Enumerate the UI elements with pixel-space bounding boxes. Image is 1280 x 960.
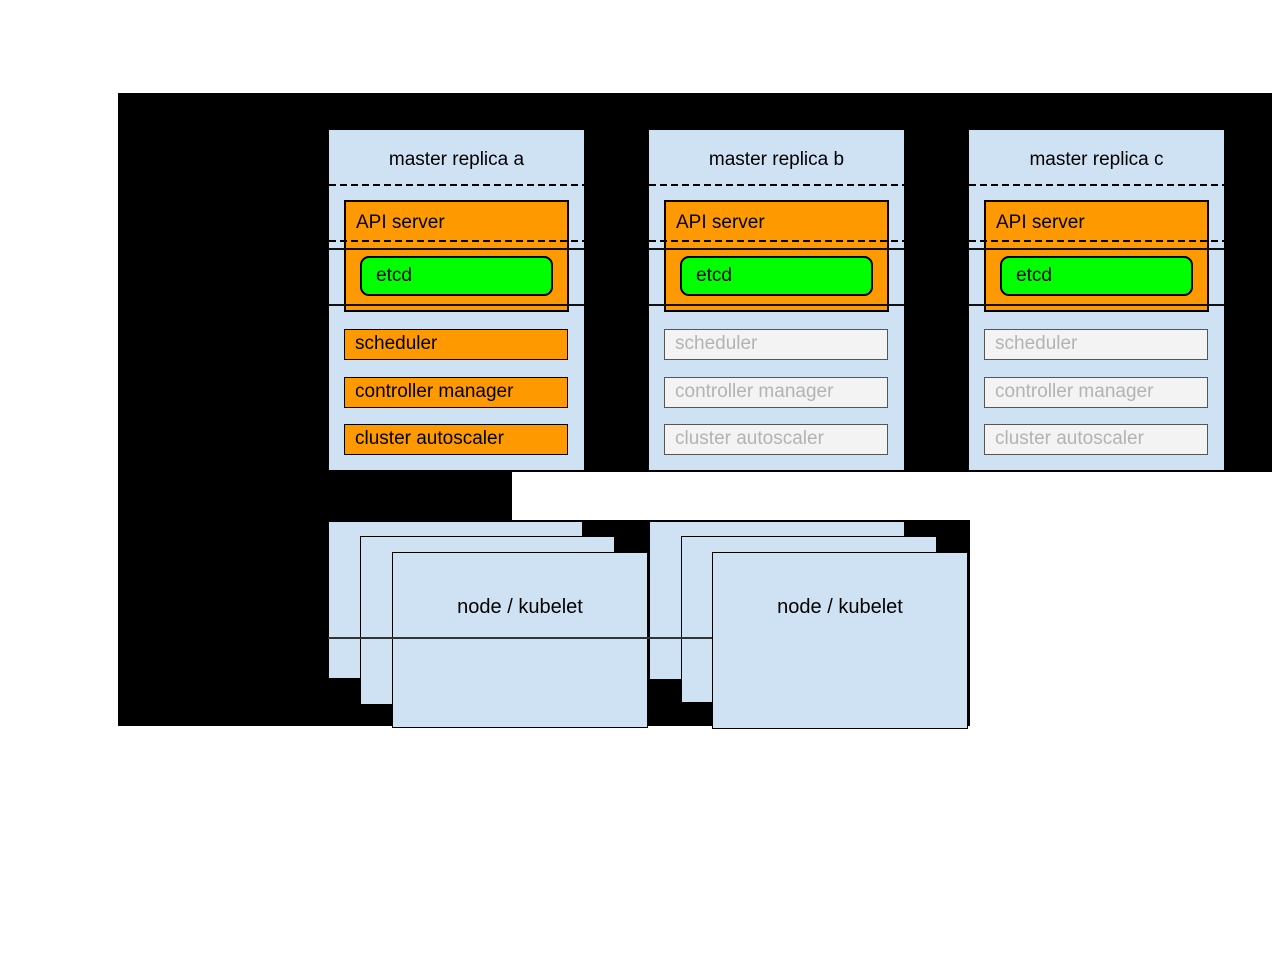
controller-manager-box: controller manager: [984, 377, 1208, 408]
master-replica-title: master replica b: [708, 149, 845, 170]
zone-dashed-line: [329, 240, 584, 242]
node-kubelet-label: node / kubelet: [457, 596, 583, 618]
scheduler-box: scheduler: [984, 329, 1208, 360]
diagram-background-panel-step: [118, 472, 512, 520]
scheduler-box: scheduler: [664, 329, 888, 360]
controller-manager-box: controller manager: [664, 377, 888, 408]
node-stack-2-layer-front: node / kubelet: [712, 552, 968, 729]
cluster-autoscaler-box: cluster autoscaler: [344, 424, 568, 455]
api-server-label: API server: [996, 212, 1085, 233]
api-server-label: API server: [676, 212, 765, 233]
etcd-zone-line: [329, 248, 584, 250]
zone-dashed-line: [329, 184, 584, 186]
master-replica-a-box: master replica a API server etcd schedul…: [329, 130, 584, 470]
etcd-zone-line: [329, 304, 584, 306]
zone-dashed-line: [969, 184, 1224, 186]
master-replica-b-box: master replica b API server etcd schedul…: [649, 130, 904, 470]
etcd-zone-line: [649, 304, 904, 306]
node-kubelet-label: node / kubelet: [777, 596, 903, 618]
etcd-box: etcd: [1000, 256, 1193, 296]
zone-dashed-line: [969, 240, 1224, 242]
scheduler-box: scheduler: [344, 329, 568, 360]
zone-dashed-line: [649, 240, 904, 242]
master-replica-c-box: master replica c API server etcd schedul…: [969, 130, 1224, 470]
cluster-autoscaler-box: cluster autoscaler: [664, 424, 888, 455]
zone-dashed-line: [649, 184, 904, 186]
master-replica-title: master replica a: [388, 149, 525, 170]
master-replica-title: master replica c: [1029, 149, 1164, 170]
etcd-zone-line: [969, 248, 1224, 250]
etcd-zone-line: [969, 304, 1224, 306]
node-stack-1-layer-front: node / kubelet: [392, 552, 648, 728]
etcd-box: etcd: [680, 256, 873, 296]
etcd-zone-line: [649, 248, 904, 250]
node-divider-line: [328, 637, 712, 639]
controller-manager-box: controller manager: [344, 377, 568, 408]
api-server-label: API server: [356, 212, 445, 233]
etcd-box: etcd: [360, 256, 553, 296]
cluster-autoscaler-box: cluster autoscaler: [984, 424, 1208, 455]
